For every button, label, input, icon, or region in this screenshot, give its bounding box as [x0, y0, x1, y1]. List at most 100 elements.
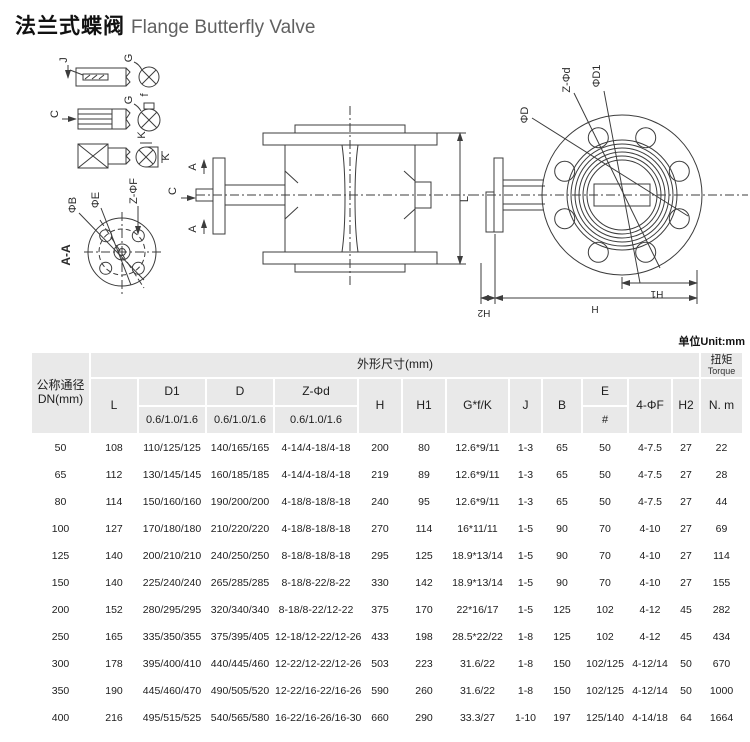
- table-cell: 127: [91, 516, 137, 541]
- table-cell: 375: [359, 597, 401, 622]
- table-cell: 140/165/165: [207, 435, 273, 460]
- subheader-pressure-d: 0.6/1.0/1.6: [207, 407, 273, 433]
- table-cell: 216: [91, 705, 137, 730]
- table-cell: 400: [32, 705, 89, 730]
- flange-face-view: [470, 90, 748, 304]
- technical-drawing: J G C G f K K A-A ΦB ΦE Z-ΦF A C A L ΦD …: [0, 48, 750, 333]
- table-cell: 1-3: [510, 462, 541, 487]
- col-header-d: D: [207, 379, 273, 405]
- table-cell: 282: [701, 597, 742, 622]
- table-cell: 200: [359, 435, 401, 460]
- table-cell: 130/145/145: [139, 462, 205, 487]
- section-arrows: [181, 159, 207, 234]
- table-cell: 22*16/17: [447, 597, 508, 622]
- table-cell: 102: [583, 624, 627, 649]
- label-f: f: [139, 93, 151, 97]
- table-cell: 108: [91, 435, 137, 460]
- table-cell: 12-18/12-22/12-26: [275, 624, 361, 649]
- col-header-d1: D1: [139, 379, 205, 405]
- table-cell: 80: [32, 489, 89, 514]
- table-cell: 4-10: [629, 516, 671, 541]
- table-cell: 1-5: [510, 516, 541, 541]
- col-header-l: L: [91, 379, 137, 433]
- col-header-h2: H2: [673, 379, 699, 433]
- table-cell: 112: [91, 462, 137, 487]
- title-english: Flange Butterfly Valve: [131, 17, 316, 38]
- table-cell: 27: [673, 435, 699, 460]
- table-cell: 295: [359, 543, 401, 568]
- table-cell: 155: [701, 570, 742, 595]
- label-h1-dim: H1: [650, 288, 663, 299]
- table-cell: 33.3/27: [447, 705, 508, 730]
- table-cell: 670: [701, 651, 742, 676]
- table-cell: 265/285/285: [207, 570, 273, 595]
- torque-label-zh: 扭矩: [710, 353, 733, 366]
- table-cell: 27: [673, 570, 699, 595]
- col-header-h1: H1: [403, 379, 445, 433]
- table-cell: 1-5: [510, 597, 541, 622]
- table-cell: 445/460/470: [139, 678, 205, 703]
- stem-detail-square: [77, 142, 163, 169]
- stem-detail-key: [65, 61, 160, 88]
- table-cell: 198: [403, 624, 445, 649]
- table-cell: 18.9*13/14: [447, 570, 508, 595]
- table-cell: 4-14/4-18/4-18: [275, 462, 357, 487]
- table-cell: 27: [673, 462, 699, 487]
- table-cell: 102/125: [583, 651, 627, 676]
- table-cell: 590: [359, 678, 401, 703]
- drawing-labels: J G C G f K K A-A ΦB ΦE Z-ΦF A C A L ΦD …: [49, 54, 663, 318]
- col-header-b: B: [543, 379, 581, 433]
- table-cell: 90: [543, 516, 581, 541]
- table-cell: 125: [543, 597, 581, 622]
- label-a-bottom: A: [187, 225, 199, 233]
- table-cell: 65: [32, 462, 89, 487]
- label-h-dim: H: [591, 303, 598, 314]
- table-cell: 4-14/4-18/4-18: [275, 435, 357, 460]
- table-cell: 440/445/460: [207, 651, 273, 676]
- table-cell: 114: [91, 489, 137, 514]
- table-cell: 65: [543, 435, 581, 460]
- table-cell: 4-7.5: [629, 462, 671, 487]
- dn-label-zh: 公称通径: [36, 378, 85, 393]
- table-cell: 50: [32, 435, 89, 460]
- label-l-dim: L: [459, 196, 471, 202]
- table-cell: 89: [403, 462, 445, 487]
- table-cell: 110/125/125: [139, 435, 205, 460]
- table-cell: 270: [359, 516, 401, 541]
- table-cell: 27: [673, 489, 699, 514]
- table-cell: 350: [32, 678, 89, 703]
- table-cell: 495/515/525: [139, 705, 205, 730]
- table-cell: 395/400/410: [139, 651, 205, 676]
- valve-main-view: [195, 106, 470, 286]
- table-cell: 50: [673, 678, 699, 703]
- table-cell: 1664: [701, 705, 742, 730]
- table-cell: 250: [32, 624, 89, 649]
- table-cell: 335/350/355: [139, 624, 205, 649]
- table-cell: 70: [583, 570, 627, 595]
- table-cell: 50: [673, 651, 699, 676]
- table-cell: 197: [543, 705, 581, 730]
- label-a-top: A: [187, 163, 199, 171]
- table-cell: 27: [673, 516, 699, 541]
- table-cell: 31.6/22: [447, 651, 508, 676]
- table-cell: 22: [701, 435, 742, 460]
- table-cell: 18.9*13/14: [447, 543, 508, 568]
- table-cell: 50: [583, 462, 627, 487]
- table-cell: 160/185/185: [207, 462, 273, 487]
- section-view-aa: [78, 206, 162, 294]
- table-cell: 4-12: [629, 597, 671, 622]
- table-cell: 70: [583, 543, 627, 568]
- label-k2: K: [160, 153, 172, 161]
- table-cell: 1-8: [510, 678, 541, 703]
- table-cell: 150/160/160: [139, 489, 205, 514]
- col-header-gfk: G*f/K: [447, 379, 508, 433]
- col-header-outline: 外形尺寸(mm): [91, 353, 699, 377]
- label-c2: C: [167, 187, 179, 195]
- table-cell: 170: [403, 597, 445, 622]
- label-z-phi-f: Z-ΦF: [128, 178, 140, 204]
- table-cell: 12-22/16-22/16-26: [275, 678, 361, 703]
- label-phi-b: ΦB: [67, 197, 79, 213]
